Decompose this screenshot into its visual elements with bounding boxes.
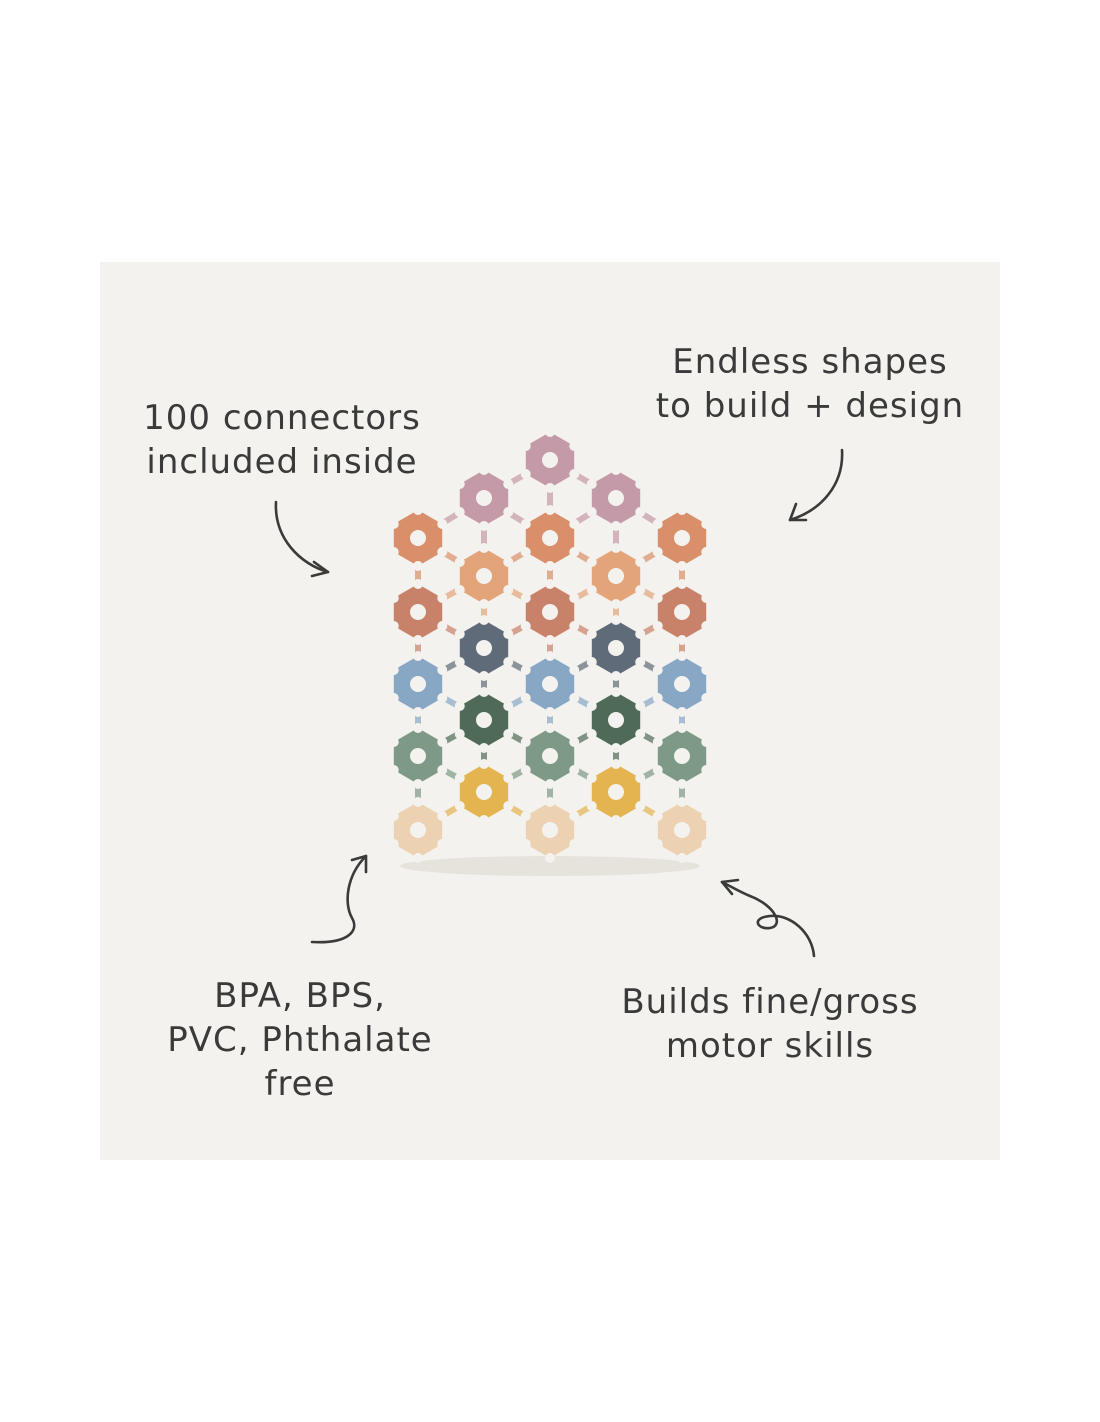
- hexagon-tile: [454, 615, 514, 681]
- skills-callout: Builds fine/gross motor skills: [621, 982, 919, 1066]
- hexagon-tile: [520, 505, 580, 571]
- hexagon-tile: [652, 579, 712, 645]
- hexagon-tile: [388, 797, 448, 863]
- hexagon-tile: [520, 579, 580, 645]
- hexagon-tile: [652, 797, 712, 863]
- hexagon-tile: [586, 615, 646, 681]
- hexagon-tile: [586, 543, 646, 609]
- hexagon-tile: [586, 687, 646, 753]
- hexagon-tile: [652, 723, 712, 789]
- hexagon-tile: [652, 651, 712, 717]
- hexagon-tile: [388, 723, 448, 789]
- hexagon-tile: [454, 543, 514, 609]
- hexagon-tile: [520, 427, 580, 493]
- hexagon-tile: [586, 759, 646, 825]
- hexagon-tile: [388, 579, 448, 645]
- hexagon-tile: [520, 651, 580, 717]
- toy-shadow: [400, 856, 700, 876]
- connectors-callout: 100 connectors included inside: [143, 398, 421, 482]
- hexagon-tile: [388, 651, 448, 717]
- shapes-callout: Endless shapes to build + design: [655, 342, 965, 426]
- hexagon-tile: [520, 723, 580, 789]
- hexagon-tile: [586, 465, 646, 531]
- hexagon-tile: [454, 759, 514, 825]
- hexagon-tile: [520, 797, 580, 863]
- curved-arrow-icon: [788, 448, 844, 522]
- safety-callout: BPA, BPS, PVC, Phthalate free: [167, 976, 433, 1104]
- hexagon-tile: [388, 505, 448, 571]
- hexagon-tile: [652, 505, 712, 571]
- curved-arrow-icon: [274, 500, 330, 578]
- hexagon-tile: [454, 465, 514, 531]
- curved-arrow-icon: [310, 854, 368, 944]
- hexagon-tile: [454, 687, 514, 753]
- curved-arrow-icon: [720, 878, 816, 958]
- hexagon-toy-structure: [388, 427, 712, 876]
